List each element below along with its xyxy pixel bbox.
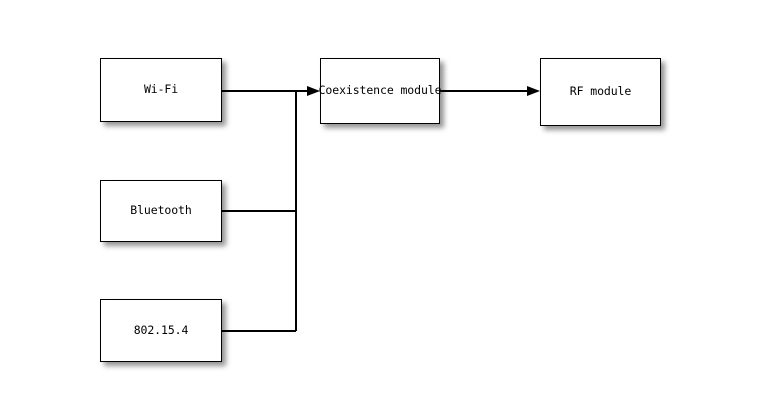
node-rf-module-label: RF module [569,84,632,99]
arrowhead-into-rf [527,86,540,96]
node-802-15-4[interactable]: 802.15.4 [100,299,222,362]
node-bluetooth[interactable]: Bluetooth [100,180,222,242]
node-wifi[interactable]: Wi-Fi [100,58,222,122]
node-wifi-label: Wi-Fi [143,82,179,97]
node-coexistence-module[interactable]: Coexistence module [318,58,442,124]
node-802-15-4-label: 802.15.4 [133,322,189,337]
node-rf-module[interactable]: RF module [540,58,661,126]
node-bluetooth-label: Bluetooth [130,203,192,218]
arrowhead-into-coexistence [307,86,320,96]
node-coexistence-module-label: Coexistence module [318,83,442,98]
